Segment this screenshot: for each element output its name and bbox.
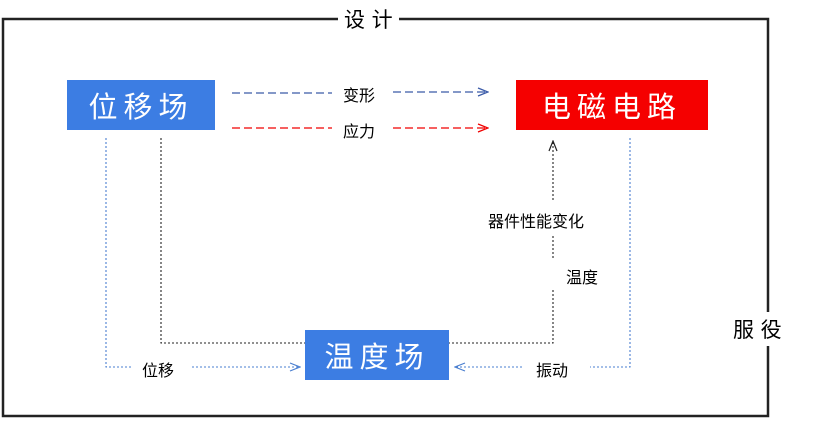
device-change-label: 器件性能变化 — [488, 208, 585, 232]
service-label: 服 役 — [733, 312, 782, 346]
temperature-label: 温度 — [566, 264, 599, 288]
temperature-field-node: 温度场 — [305, 330, 449, 380]
displacement-line — [105, 138, 132, 368]
deformation-label: 变形 — [343, 82, 376, 106]
vibration-line — [590, 138, 631, 368]
displacement-field-node: 位移场 — [67, 80, 215, 130]
stress-label: 应力 — [343, 118, 376, 142]
displacement-label: 位移 — [142, 357, 175, 381]
vibration-label: 振动 — [536, 357, 569, 381]
coupling-loop-line — [160, 138, 554, 344]
circuit-node: 电磁电路 — [516, 80, 708, 130]
design-label: 设 计 — [338, 4, 399, 34]
